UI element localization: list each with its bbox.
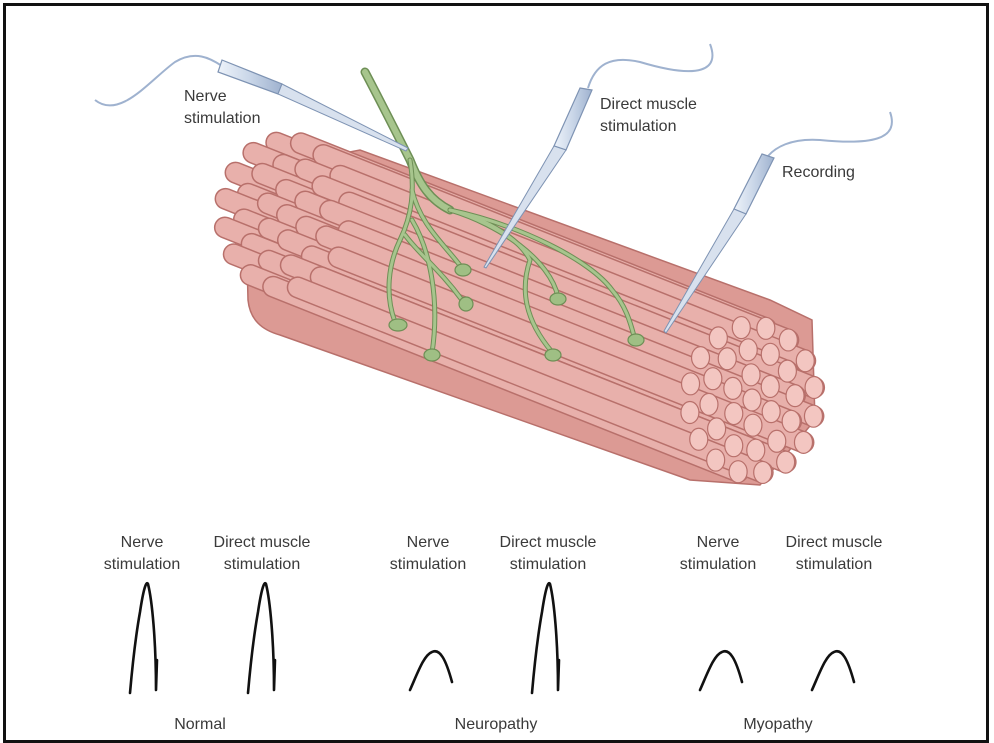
normal-direct-waveform [248,583,275,693]
muscle-fiber-end [804,405,822,427]
normal-nerve-waveform [130,583,157,693]
muscle-fiber-end [690,428,708,450]
muscle-fiber-end [805,377,823,399]
myopathy-nerve-header: Nerve stimulation [668,532,768,576]
muscle-fiber-end [761,343,779,365]
muscle-fiber-end [757,317,775,339]
myopathy-direct-header: Direct muscle stimulation [770,532,898,576]
muscle-fiber-end [779,329,797,351]
muscle-fiber-end [747,439,765,461]
condition-myopathy: Myopathy [708,716,848,734]
direct-muscle-stimulation-label: Direct muscle stimulation [600,94,697,138]
muscle-fiber-end [700,393,718,415]
muscle-fiber-end [692,347,710,369]
muscle-fiber-end [725,435,743,457]
muscle-fiber-end [786,385,804,407]
myopathy-nerve-waveform [700,651,742,690]
muscle-fiber-end [729,461,747,483]
muscle-fiber-end [768,430,786,452]
direct-label-line1: Direct muscle [600,94,697,116]
waveforms [130,583,854,693]
muscle-fiber-end [754,461,772,483]
muscle-fiber-end [742,364,760,386]
muscle-fiber-end [743,389,761,411]
muscle-fibers [225,143,814,473]
muscle-fiber-end [739,339,757,361]
muscle-fiber-end [681,401,699,423]
condition-normal: Normal [140,716,260,734]
condition-neuropathy: Neuropathy [426,716,566,734]
muscle-fiber-end [718,348,736,370]
myopathy-direct-waveform [812,651,854,690]
normal-nerve-header: Nerve stimulation [92,532,192,576]
nerve-stimulation-label: Nerve stimulation [184,86,260,130]
neuropathy-direct-header: Direct muscle stimulation [484,532,612,576]
muscle-fiber-end [777,451,795,473]
neuropathy-direct-waveform [532,583,559,693]
muscle-fiber-end [744,414,762,436]
muscle-fiber-end [725,403,743,425]
muscle-fiber-end [732,317,750,339]
nerve-label-line2: stimulation [184,108,260,130]
nerve-label-line1: Nerve [184,86,260,108]
muscle-bundle [225,143,823,485]
muscle-fiber-end [782,410,800,432]
muscle-fiber-end [796,350,814,372]
muscle-fiber-end [708,418,726,440]
muscle-fiber-end [778,360,796,382]
neuropathy-nerve-waveform [410,651,452,690]
muscle-fiber-end [794,431,812,453]
recording-label: Recording [782,162,855,184]
muscle-fiber-end [707,449,725,471]
muscle-fiber-end [682,373,700,395]
muscle-fiber-end [762,401,780,423]
neuropathy-nerve-header: Nerve stimulation [378,532,478,576]
muscle-fiber-end [704,368,722,390]
direct-label-line2: stimulation [600,116,697,138]
muscle-fiber-end [724,377,742,399]
normal-direct-header: Direct muscle stimulation [198,532,326,576]
muscle-fiber-end [761,375,779,397]
muscle-fiber-end [709,327,727,349]
